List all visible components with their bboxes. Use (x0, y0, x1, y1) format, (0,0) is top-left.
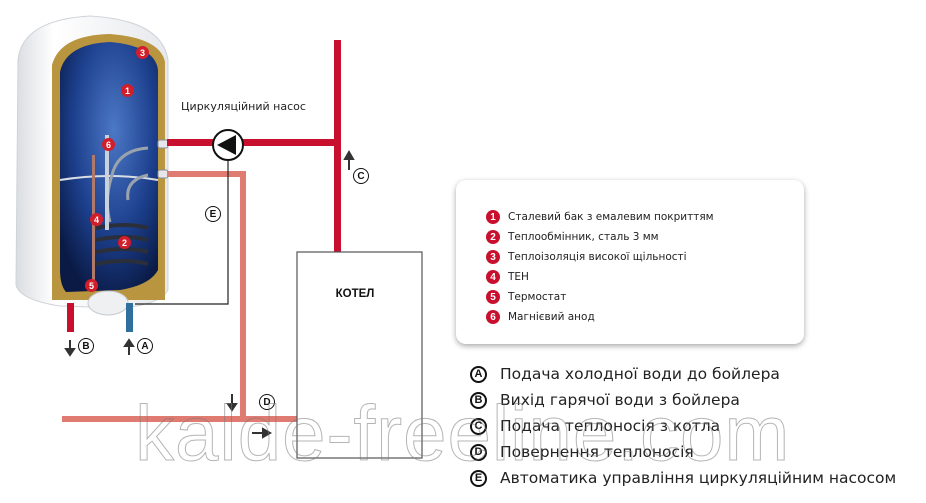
flow-legend-item: C Подача теплоносія з котла (470, 413, 896, 439)
legend-label: Сталевий бак з емалевим покриттям (508, 211, 714, 223)
flow-legend-label: Повернення теплоносія (500, 443, 694, 461)
legend-item: 3 Теплоізоляція високої щільності (486, 247, 714, 267)
boiler-box (296, 251, 423, 459)
flow-legend-item: B Вихід гарячої води з бойлера (470, 387, 896, 413)
port-label-d: D (259, 394, 275, 410)
port-label-b: B (78, 338, 94, 354)
legend-item: 4 ТЕН (486, 267, 714, 287)
letter-badge: D (470, 443, 487, 461)
legend-item: 1 Сталевий бак з емалевим покриттям (486, 207, 714, 227)
flow-legend: A Подача холодної води до бойлера B Вихід … (470, 361, 896, 491)
flow-arrows (64, 149, 355, 439)
number-badge: 5 (486, 290, 500, 304)
water-heater-tank (15, 15, 169, 316)
hot-water-outlet-pipe (67, 303, 74, 332)
pump-label: Циркуляційний насос (181, 100, 306, 113)
tank-marker-6: 6 (102, 138, 115, 151)
heat-carrier-return-pipe (62, 171, 298, 422)
number-badge: 6 (486, 310, 500, 324)
legend-item: 6 Магнієвий анод (486, 307, 714, 327)
port-label-c: C (353, 168, 369, 184)
flow-legend-label: Подача холодної води до бойлера (500, 365, 780, 383)
circulation-pump-icon (212, 129, 244, 161)
cold-water-inlet-pipe (126, 303, 133, 332)
letter-badge: C (470, 417, 487, 435)
legend-label: Теплоізоляція високої щільності (508, 251, 687, 263)
pump-control-wire (135, 158, 229, 305)
flow-legend-label: Подача теплоносія з котла (500, 417, 721, 435)
legend-label: Теплообмінник, сталь 3 мм (508, 231, 659, 243)
tank-marker-3: 3 (136, 46, 149, 59)
flow-legend-label: Автоматика управління циркуляційним насо… (500, 469, 897, 487)
tank-marker-1: 1 (121, 84, 134, 97)
boiler-label: КОТЕЛ (335, 288, 375, 300)
flow-legend-item: A Подача холодної води до бойлера (470, 361, 896, 387)
tank-marker-2: 2 (118, 236, 131, 249)
port-label-a: A (137, 338, 153, 354)
tank-marker-5: 5 (85, 279, 98, 292)
flow-legend-item: D Повернення теплоносія (470, 439, 896, 465)
legend-item: 2 Теплообмінник, сталь 3 мм (486, 227, 714, 247)
letter-badge: E (470, 469, 487, 487)
number-badge: 3 (486, 250, 500, 264)
magnesium-anode (105, 135, 109, 230)
letter-badge: B (470, 391, 487, 409)
legend-label: ТЕН (508, 271, 529, 283)
number-badge: 1 (486, 210, 500, 224)
legend-item: 5 Термостат (486, 287, 714, 307)
letter-badge: A (470, 365, 487, 383)
number-badge: 2 (486, 230, 500, 244)
heat-carrier-supply-pipe (167, 40, 341, 252)
number-badge: 4 (486, 270, 500, 284)
flow-legend-label: Вихід гарячої води з бойлера (500, 391, 740, 409)
legend-label: Термостат (508, 291, 567, 303)
port-label-e: E (205, 206, 221, 222)
flow-legend-item: E Автоматика управління циркуляційним нас… (470, 465, 896, 491)
legend-label: Магнієвий анод (508, 311, 595, 323)
tank-marker-4: 4 (90, 213, 103, 226)
